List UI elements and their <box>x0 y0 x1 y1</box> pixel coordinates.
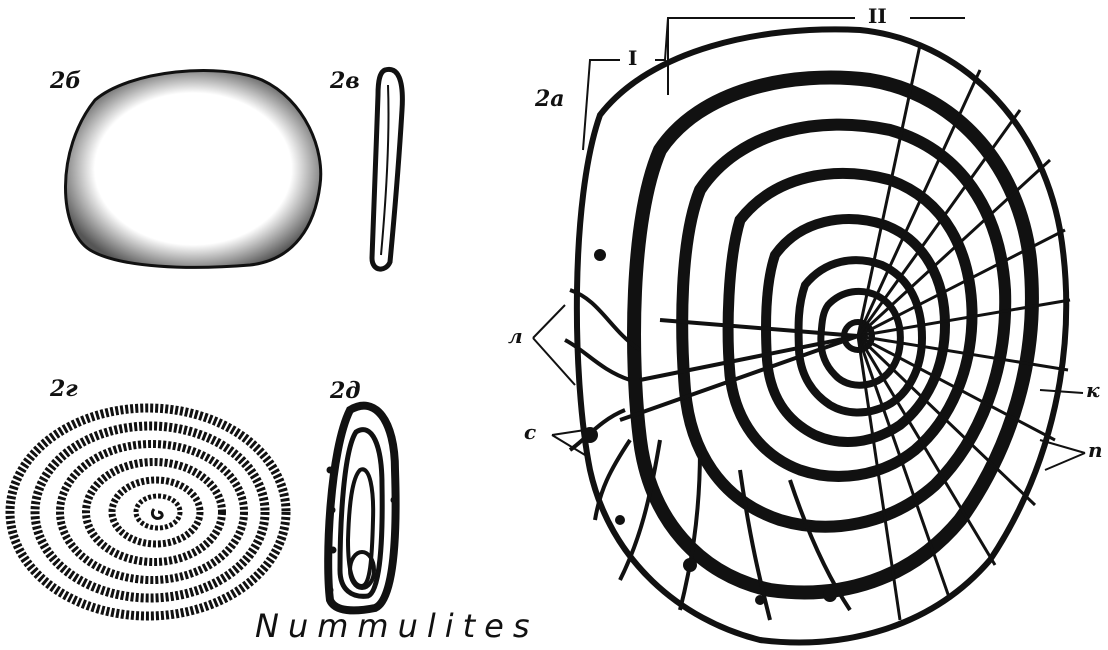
bracket-label-two: II <box>868 6 887 26</box>
callout-label-s: с <box>524 422 536 442</box>
callout-label-k: к <box>1086 380 1100 400</box>
panel-label-2g: 2г <box>50 378 78 400</box>
panel-2a-shell-diagram <box>533 18 1085 642</box>
bracket-label-one: I <box>628 48 637 68</box>
panel-2g-spiral-pattern <box>10 408 286 616</box>
figure-caption: Nummulites <box>255 610 539 642</box>
panel-2v-side-view <box>372 69 402 269</box>
panel-2b-shell-outline <box>65 70 320 267</box>
panel-label-2v: 2в <box>330 70 360 92</box>
callout-label-l: л <box>508 326 523 346</box>
panel-label-2a: 2а <box>535 88 565 110</box>
panel-2d-cross-section <box>327 406 397 611</box>
callout-label-p: п <box>1088 440 1103 460</box>
panel-label-2b: 2б <box>50 70 81 92</box>
panel-label-2d: 2д <box>330 380 361 402</box>
